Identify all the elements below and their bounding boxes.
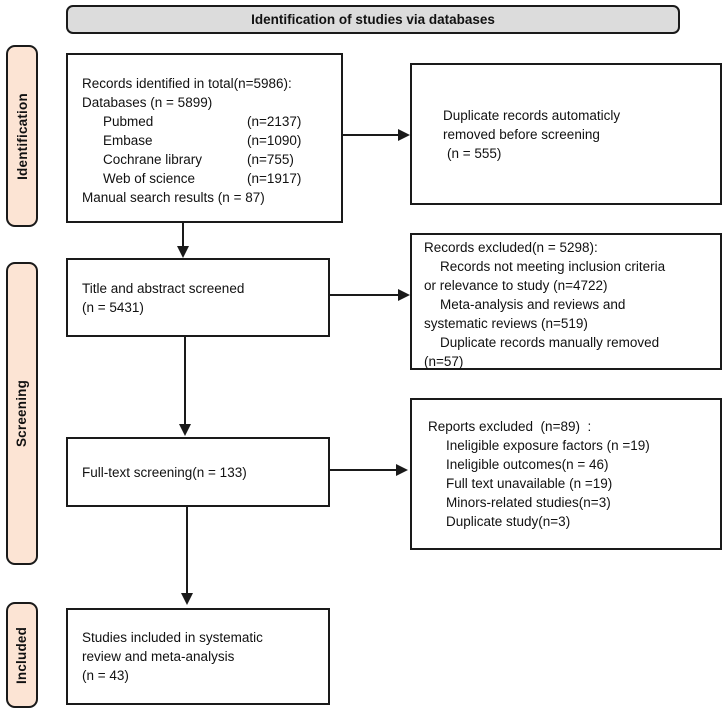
title-abstract-line: Title and abstract screened (82, 280, 245, 296)
stage-label-screening: Screening (6, 262, 38, 565)
reports-excluded-line: Ineligible exposure factors (n =19) (446, 438, 650, 453)
database-row: Web of science (n=1917) (82, 169, 335, 188)
arrow-line (184, 337, 186, 425)
arrow-line (330, 294, 399, 296)
reports-excluded-line: Minors-related studies(n=3) (446, 495, 611, 510)
records-identified-title: Records identified in total(n=5986): (82, 76, 292, 91)
arrow-head-right-icon (398, 129, 410, 141)
records-excluded-count: (n=57) (424, 354, 464, 369)
box-duplicates-removed: Duplicate records automaticly removed be… (410, 63, 722, 205)
box-reports-excluded: Reports excluded (n=89) : Ineligible exp… (410, 398, 722, 550)
database-name: Pubmed (103, 114, 154, 129)
stage-label-identification: Identification (6, 45, 38, 227)
box-records-excluded: Records excluded(n = 5298): Records not … (410, 233, 722, 370)
arrow-line (182, 223, 184, 247)
records-excluded-line: Duplicate records manually removed (440, 335, 660, 350)
diagram-header-title: Identification of studies via databases (251, 12, 495, 27)
database-count: (n=1917) (247, 171, 302, 186)
database-row: Embase (n=1090) (82, 131, 335, 150)
arrow-head-down-icon (179, 424, 191, 436)
arrow-line (186, 507, 188, 594)
title-abstract-count: (n = 5431) (82, 299, 144, 315)
stage-label-included: Included (6, 602, 38, 708)
reports-excluded-line: Full text unavailable (n =19) (446, 476, 613, 491)
arrow-head-right-icon (396, 464, 408, 476)
arrow-head-right-icon (398, 289, 410, 301)
arrow-line (330, 469, 397, 471)
database-row: Cochrane library (n=755) (82, 150, 335, 169)
studies-included-line: review and meta-analysis (82, 649, 235, 664)
box-studies-included: Studies included in systematic review an… (66, 608, 330, 705)
database-name: Embase (103, 133, 153, 148)
records-excluded-line: Meta-analysis and reviews and (440, 297, 626, 312)
records-identified-footer: Manual search results (n = 87) (82, 190, 265, 205)
reports-excluded-title: Reports excluded (n=89) : (428, 419, 592, 434)
studies-included-line: Studies included in systematic (82, 630, 263, 645)
stage-label-identification-text: Identification (14, 92, 30, 180)
records-excluded-line: or relevance to study (n=4722) (424, 278, 608, 293)
duplicates-line: Duplicate records automaticly (443, 107, 621, 123)
database-count: (n=2137) (247, 114, 302, 129)
arrow-head-down-icon (181, 593, 193, 605)
records-identified-subtitle: Databases (n = 5899) (82, 95, 213, 110)
database-name: Cochrane library (103, 152, 203, 167)
duplicates-line: removed before screening (443, 126, 600, 142)
reports-excluded-line: Duplicate study(n=3) (446, 514, 571, 529)
arrow-line (343, 134, 399, 136)
records-excluded-title: Records excluded(n = 5298): (424, 240, 598, 255)
database-count: (n=755) (247, 152, 294, 167)
database-name: Web of science (103, 171, 196, 186)
arrow-head-down-icon (177, 246, 189, 258)
database-row: Pubmed (n=2137) (82, 112, 335, 131)
studies-included-count: (n = 43) (82, 668, 129, 683)
duplicates-count: (n = 555) (447, 145, 502, 161)
box-full-text-screening: Full-text screening(n = 133) (66, 437, 330, 507)
box-title-abstract-screened: Title and abstract screened (n = 5431) (66, 258, 330, 337)
box-records-identified: Records identified in total(n=5986): Dat… (66, 53, 343, 223)
reports-excluded-line: Ineligible outcomes(n = 46) (446, 457, 609, 472)
records-excluded-line: systematic reviews (n=519) (424, 316, 588, 331)
database-count: (n=1090) (247, 133, 302, 148)
records-excluded-line: Records not meeting inclusion criteria (440, 259, 666, 274)
diagram-header: Identification of studies via databases (66, 5, 680, 34)
full-text-line: Full-text screening(n = 133) (82, 464, 247, 480)
stage-label-screening-text: Screening (14, 379, 30, 448)
stage-label-included-text: Included (14, 626, 30, 684)
